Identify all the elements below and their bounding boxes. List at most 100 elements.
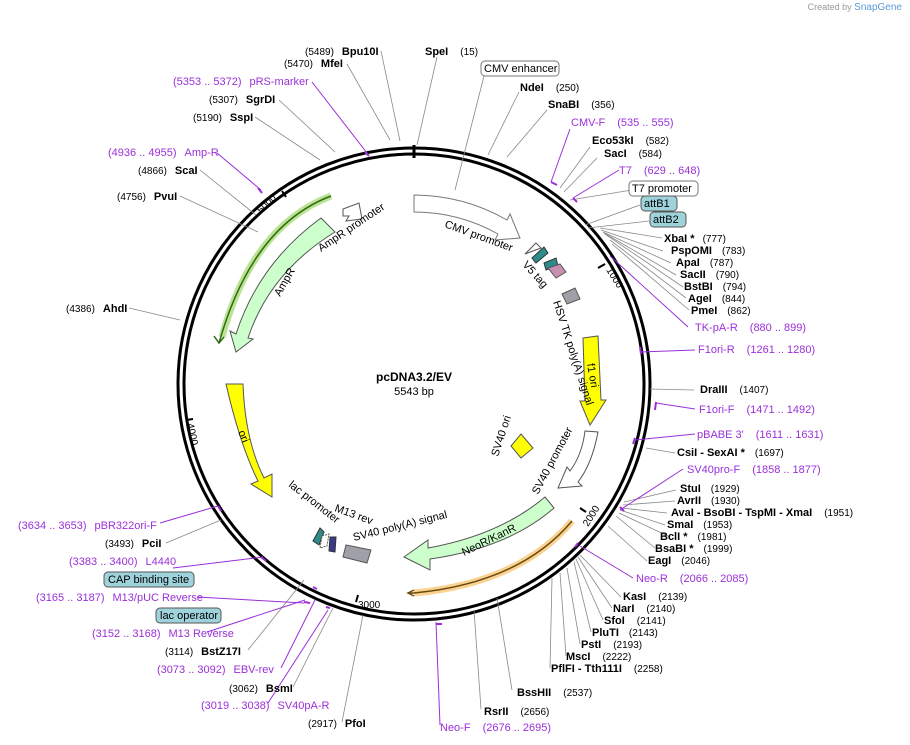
feature-label-sv40-ori: SV40 ori <box>489 414 513 458</box>
enzyme-bsmI: (3062)BsmI <box>229 683 293 695</box>
snapgene-credit: Created by SnapGene <box>808 2 902 13</box>
enzyme-sacI: SacI(584) <box>604 148 662 160</box>
primer-l4440: (3383 .. 3400)L4440 <box>69 556 176 568</box>
enzyme-plutI: PluTI(2143) <box>592 627 658 639</box>
tick-label-5000: 5000 <box>255 192 279 216</box>
enzyme-ahdI: (4386)AhdI <box>66 303 127 315</box>
enzyme-bpu10I: (5489)Bpu10I <box>305 46 379 58</box>
enzyme-pflfI-tth111I: PflFI - Tth111I(2258) <box>551 663 663 675</box>
enzyme-narI: NarI(2140) <box>613 603 675 615</box>
f1-ori-arrow <box>579 335 607 427</box>
primer-cmv-f: CMV-F(535 .. 555) <box>571 117 674 129</box>
enzyme-bstbI: BstBI(794) <box>684 281 746 293</box>
plasmid-length: 5543 bp <box>394 386 434 398</box>
enzyme-pciI: (3493)PciI <box>105 538 161 550</box>
enzyme-bstz17I: (3114)BstZ17I <box>165 646 241 658</box>
enzyme-snabI: SnaBI(356) <box>548 99 615 111</box>
primer-prs-marker: (5353 .. 5372)pRS-marker <box>173 76 309 88</box>
primer-m13-reverse: (3152 .. 3168)M13 Reverse <box>92 628 234 640</box>
backbone-inner <box>182 152 646 616</box>
enzyme-pvuI: (4756)PvuI <box>117 191 177 203</box>
boxed-feature-cmv-enhancer: CMV enhancer <box>480 60 560 77</box>
enzyme-avaI-group: AvaI - BsoBI - TspMI - XmaI(1951) <box>671 507 853 519</box>
enzyme-csiI-sexaI: CsiI - SexAI *(1697) <box>677 447 784 459</box>
boxed-feature-attb1: attB1 <box>640 195 678 212</box>
credit-brand: SnapGene <box>854 2 902 13</box>
primer-sv40pro-f: SV40pro-F(1858 .. 1877) <box>687 464 821 476</box>
enzyme-mscI: MscI(2222) <box>566 651 631 663</box>
enzyme-pspomI: PspOMI(783) <box>671 245 745 257</box>
primer-sv40pa-r: (3019 .. 3038)SV40pA-R <box>201 700 330 712</box>
credit-prefix: Created by <box>807 2 852 12</box>
tick-4000 <box>185 418 194 421</box>
primer-pbabe-3: pBABE 3'(1611 .. 1631) <box>697 429 823 441</box>
primer-t7: T7(629 .. 648) <box>619 165 700 177</box>
enzyme-rsrII: RsrII(2656) <box>484 706 549 718</box>
primer-tk-pa-r: TK-pA-R(880 .. 899) <box>695 322 806 334</box>
enzyme-draIII: DraIII(1407) <box>700 384 768 396</box>
svg-text:CMV enhancer: CMV enhancer <box>484 63 558 75</box>
svg-text:attB1: attB1 <box>644 198 670 210</box>
primer-leader-lines <box>159 81 696 726</box>
enzyme-ageI: AgeI(844) <box>688 293 745 305</box>
boxed-feature-t7-promoter: T7 promoter <box>628 180 699 197</box>
enzyme-xbaI: XbaI *(777) <box>664 233 726 245</box>
enzyme-pfoI: (2917)PfoI <box>308 718 366 730</box>
primer-neo-f: Neo-F(2676 .. 2695) <box>440 722 551 734</box>
enzyme-bclI: BclI *(1981) <box>660 531 726 543</box>
m13-rev-mark <box>328 536 337 553</box>
primer-m13-puc-reverse: (3165 .. 3187)M13/pUC Reverse <box>36 592 203 604</box>
enzyme-ndeI: NdeI(250) <box>520 82 579 94</box>
boxed-feature-lac-operator: lac operator <box>155 607 222 624</box>
ampr-orf-arrow <box>213 195 332 345</box>
primer-amp-r: (4936 .. 4955)Amp-R <box>108 147 219 159</box>
features <box>213 192 607 597</box>
feature-label-ori: ori <box>235 429 251 445</box>
tick-label-3000: 3000 <box>358 600 381 611</box>
enzyme-mfeI: (5470)MfeI <box>284 58 343 70</box>
enzyme-scaI: (4866)ScaI <box>138 165 198 177</box>
primer-ebv-rev: (3073 .. 3092)EBV-rev <box>157 664 274 676</box>
primer-f1ori-r: F1ori-R(1261 .. 1280) <box>698 344 815 356</box>
svg-text:T7 promoter: T7 promoter <box>632 183 692 195</box>
plasmid-title: pcDNA3.2/EV <box>376 370 452 384</box>
enzyme-speI: SpeI(15) <box>425 46 478 58</box>
primer-pbr322ori-f: (3634 .. 3653)pBR322ori-F <box>18 520 157 532</box>
primer-f1ori-f: F1ori-F(1471 .. 1492) <box>699 404 815 416</box>
enzyme-sacII: SacII(790) <box>680 269 739 281</box>
feature-label-f1-ori: f1 ori <box>584 362 600 388</box>
ori-arrow <box>225 383 273 498</box>
tick-3000 <box>355 594 359 603</box>
cmv-promoter-arrow <box>413 194 521 241</box>
sv40-polya-box <box>342 544 372 564</box>
enzyme-eagI: EagI(2046) <box>648 555 710 567</box>
enzyme-pstI: PstI(2193) <box>581 639 642 651</box>
tick-marks <box>185 190 606 603</box>
hsv-tk-polya-box <box>561 287 581 305</box>
sv40-ori-box <box>510 433 534 459</box>
enzyme-avrII: AvrII(1930) <box>677 495 740 507</box>
enzyme-bsshII: BssHII(2537) <box>517 687 592 699</box>
lac-promoter-mark <box>319 533 330 549</box>
sv40-promoter-arrow <box>557 430 599 489</box>
attb2-mark <box>547 263 567 279</box>
enzyme-sspI: (5190)SspI <box>193 112 253 124</box>
leader-lines <box>128 50 695 723</box>
tick-1000 <box>597 263 606 269</box>
ampr-promoter-arrow <box>342 202 363 222</box>
enzyme-kasI: KasI(2139) <box>623 591 687 603</box>
svg-text:lac operator: lac operator <box>160 610 218 622</box>
enzyme-apaI: ApaI(787) <box>676 257 733 269</box>
t7-small-arrow <box>524 242 542 255</box>
enzyme-sfoI: SfoI(2141) <box>604 615 666 627</box>
primer-ticks <box>217 151 657 625</box>
svg-text:attB2: attB2 <box>653 214 679 226</box>
neor-orf-arrow <box>406 520 573 597</box>
boxed-feature-attb2: attB2 <box>649 211 687 228</box>
primer-neo-r: Neo-R(2066 .. 2085) <box>636 573 748 585</box>
neor-kanr-arrow <box>403 496 555 571</box>
cap-binding-mark <box>312 527 325 546</box>
enzyme-smaI: SmaI(1953) <box>667 519 732 531</box>
enzyme-pmeI: PmeI(862) <box>691 305 751 317</box>
